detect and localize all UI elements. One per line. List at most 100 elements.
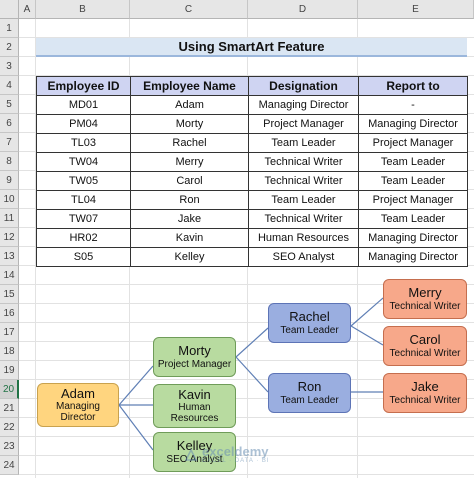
row-header-4[interactable]: 4 — [0, 76, 19, 95]
cell-employee-name[interactable]: Morty — [130, 114, 249, 134]
cell-designation[interactable]: Team Leader — [248, 190, 359, 210]
org-node-jake[interactable]: Jake Technical Writer — [383, 373, 467, 413]
employee-table[interactable]: Employee ID Employee Name Designation Re… — [36, 76, 468, 267]
org-node-role: Team Leader — [280, 394, 339, 406]
row-header-23[interactable]: 23 — [0, 437, 19, 456]
row-header-11[interactable]: 11 — [0, 209, 19, 228]
org-node-role: Team Leader — [280, 324, 339, 336]
cell-report-to[interactable]: Managing Director — [358, 114, 468, 134]
row-header-18[interactable]: 18 — [0, 342, 19, 361]
column-header-a[interactable]: A — [19, 0, 36, 19]
row-header-7[interactable]: 7 — [0, 133, 19, 152]
column-header-d[interactable]: D — [248, 0, 358, 19]
cell-employee-id[interactable]: TL03 — [36, 133, 131, 153]
row-header-8[interactable]: 8 — [0, 152, 19, 171]
cell-report-to[interactable]: - — [358, 95, 468, 115]
header-employee-name[interactable]: Employee Name — [130, 76, 249, 96]
header-employee-id[interactable]: Employee ID — [36, 76, 131, 96]
row-header-5[interactable]: 5 — [0, 95, 19, 114]
cell-designation[interactable]: Managing Director — [248, 95, 359, 115]
org-node-kelley[interactable]: Kelley SEO Analyst — [153, 432, 236, 472]
row-gridline — [19, 474, 474, 475]
row-gridline — [19, 75, 474, 76]
row-gridline — [19, 455, 474, 456]
cell-employee-id[interactable]: PM04 — [36, 114, 131, 134]
cell-employee-id[interactable]: TW07 — [36, 209, 131, 229]
cell-employee-id[interactable]: MD01 — [36, 95, 131, 115]
org-node-ron[interactable]: Ron Team Leader — [268, 373, 351, 413]
cell-designation[interactable]: Technical Writer — [248, 171, 359, 191]
org-node-morty[interactable]: Morty Project Manager — [153, 337, 236, 377]
row-header-21[interactable]: 21 — [0, 399, 19, 418]
row-header-1[interactable]: 1 — [0, 19, 19, 38]
row-gridline — [19, 37, 474, 38]
select-all-corner[interactable] — [0, 0, 19, 19]
cell-designation[interactable]: Technical Writer — [248, 152, 359, 172]
row-header-12[interactable]: 12 — [0, 228, 19, 247]
org-node-role: Project Manager — [157, 358, 232, 370]
row-header-10[interactable]: 10 — [0, 190, 19, 209]
row-header-24[interactable]: 24 — [0, 456, 19, 475]
row-header-17[interactable]: 17 — [0, 323, 19, 342]
connector-adam-morty — [118, 365, 154, 406]
cell-employee-id[interactable]: TW04 — [36, 152, 131, 172]
org-node-role: SEO Analyst — [166, 453, 223, 465]
org-node-kavin[interactable]: Kavin Human Resources — [153, 384, 236, 428]
cell-designation[interactable]: Project Manager — [248, 114, 359, 134]
org-node-merry[interactable]: Merry Technical Writer — [383, 279, 467, 319]
cell-employee-id[interactable]: S05 — [36, 247, 131, 267]
cell-designation[interactable]: Technical Writer — [248, 209, 359, 229]
org-node-name: Adam — [61, 385, 95, 401]
cell-report-to[interactable]: Project Manager — [358, 190, 468, 210]
row-header-22[interactable]: 22 — [0, 418, 19, 437]
cell-employee-name[interactable]: Carol — [130, 171, 249, 191]
cell-employee-id[interactable]: TL04 — [36, 190, 131, 210]
row-header-19[interactable]: 19 — [0, 361, 19, 380]
cell-report-to[interactable]: Team Leader — [358, 152, 468, 172]
column-header-c[interactable]: C — [130, 0, 248, 19]
row-header-13[interactable]: 13 — [0, 247, 19, 266]
cell-employee-name[interactable]: Merry — [130, 152, 249, 172]
cell-employee-id[interactable]: HR02 — [36, 228, 131, 248]
org-node-carol[interactable]: Carol Technical Writer — [383, 326, 467, 366]
cell-employee-name[interactable]: Jake — [130, 209, 249, 229]
table-header-row: Employee ID Employee Name Designation Re… — [36, 76, 468, 96]
cell-report-to[interactable]: Team Leader — [358, 209, 468, 229]
row-header-15[interactable]: 15 — [0, 285, 19, 304]
row-header-3[interactable]: 3 — [0, 57, 19, 76]
cell-report-to[interactable]: Team Leader — [358, 171, 468, 191]
cell-employee-name[interactable]: Kelley — [130, 247, 249, 267]
cell-designation[interactable]: Human Resources — [248, 228, 359, 248]
header-designation[interactable]: Designation — [248, 76, 359, 96]
column-gridline — [35, 19, 36, 478]
cell-report-to[interactable]: Project Manager — [358, 133, 468, 153]
org-node-adam[interactable]: Adam Managing Director — [37, 383, 119, 427]
connector-morty-ron — [235, 356, 269, 393]
cell-employee-name[interactable]: Kavin — [130, 228, 249, 248]
cell-employee-name[interactable]: Adam — [130, 95, 249, 115]
org-node-name: Morty — [178, 343, 211, 359]
cell-report-to[interactable]: Managing Director — [358, 247, 468, 267]
cell-employee-name[interactable]: Ron — [130, 190, 249, 210]
row-header-16[interactable]: 16 — [0, 304, 19, 323]
cell-employee-name[interactable]: Rachel — [130, 133, 249, 153]
cell-designation[interactable]: SEO Analyst — [248, 247, 359, 267]
sheet-title[interactable]: Using SmartArt Feature — [36, 38, 467, 57]
org-node-rachel[interactable]: Rachel Team Leader — [268, 303, 351, 343]
cell-report-to[interactable]: Managing Director — [358, 228, 468, 248]
column-header-b[interactable]: B — [36, 0, 130, 19]
row-header-20[interactable]: 20 — [0, 380, 19, 399]
cell-employee-id[interactable]: TW05 — [36, 171, 131, 191]
row-header-6[interactable]: 6 — [0, 114, 19, 133]
cell-designation[interactable]: Team Leader — [248, 133, 359, 153]
row-header-9[interactable]: 9 — [0, 171, 19, 190]
column-header-e[interactable]: E — [358, 0, 474, 19]
header-report-to[interactable]: Report to — [358, 76, 468, 96]
row-header-14[interactable]: 14 — [0, 266, 19, 285]
row-header-2[interactable]: 2 — [0, 38, 19, 57]
